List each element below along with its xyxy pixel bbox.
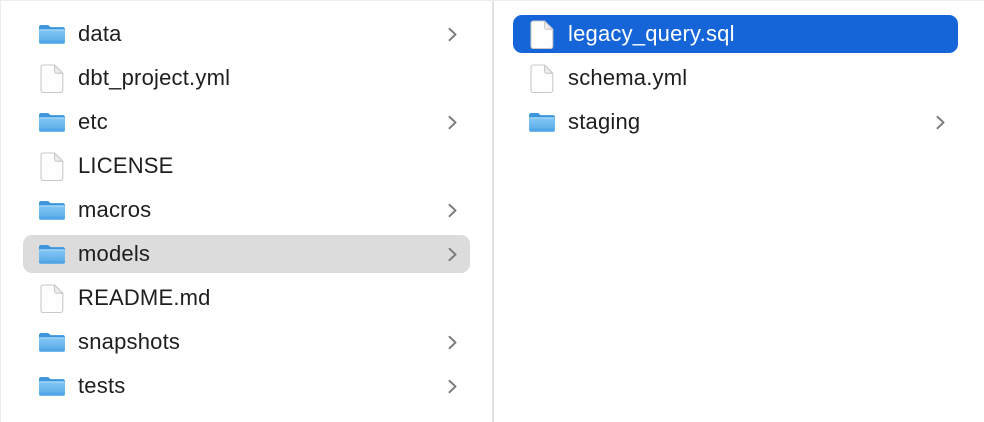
folder-icon [38,108,66,137]
folder-icon [38,196,66,225]
folder-icon [38,372,66,401]
file-name: macros [78,197,152,222]
chevron-right-icon [447,26,458,43]
folder-icon [39,201,65,220]
list-item[interactable]: LICENSE [23,147,470,185]
file-name: models [78,241,151,266]
folder-icon [38,20,66,49]
chevron-right-icon [935,114,946,131]
list-item[interactable]: README.md [23,279,470,317]
folder-icon [39,245,65,264]
document-icon [38,151,66,181]
file-name: README.md [78,285,211,310]
file-name: schema.yml [568,65,688,90]
folder-icon [39,377,65,396]
file-column-left[interactable]: data dbt_project.yml etc [1,1,492,422]
file-name: legacy_query.sql [568,21,735,46]
chevron-right-icon [447,334,458,351]
chevron-right-icon [447,378,458,395]
list-item[interactable]: dbt_project.yml [23,59,470,97]
file-column-right[interactable]: legacy_query.sql schema.yml stag [494,1,984,422]
folder-icon [529,113,555,132]
document-icon [528,63,556,93]
list-item[interactable]: snapshots [23,323,470,361]
list-item[interactable]: legacy_query.sql [513,15,958,53]
file-name: snapshots [78,329,181,354]
list-item[interactable]: data [23,15,470,53]
folder-icon [38,328,66,357]
document-icon [530,63,554,93]
document-icon [528,19,556,49]
file-name: dbt_project.yml [78,65,231,90]
document-icon [40,151,64,181]
folder-icon [39,25,65,44]
document-icon [38,63,66,93]
list-item[interactable]: macros [23,191,470,229]
file-name: staging [568,109,641,134]
list-item[interactable]: etc [23,103,470,141]
chevron-right-icon [447,202,458,219]
folder-icon [39,333,65,352]
folder-icon [38,240,66,269]
list-item[interactable]: staging [513,103,958,141]
list-item[interactable]: tests [23,367,470,405]
document-icon [38,283,66,313]
document-icon [530,19,554,49]
chevron-right-icon [447,114,458,131]
list-item[interactable]: models [23,235,470,273]
folder-icon [528,108,556,137]
file-name: tests [78,373,126,398]
file-name: etc [78,109,108,134]
file-name: data [78,21,122,46]
file-name: LICENSE [78,153,174,178]
list-item[interactable]: schema.yml [513,59,958,97]
folder-icon [39,113,65,132]
document-icon [40,283,64,313]
chevron-right-icon [447,246,458,263]
column-divider[interactable] [492,1,494,422]
document-icon [40,63,64,93]
